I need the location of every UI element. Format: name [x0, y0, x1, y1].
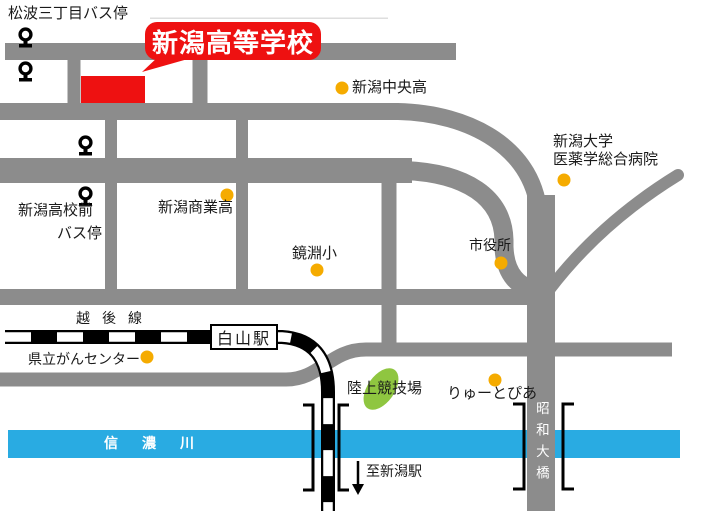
label-niigata-chuo-high: 新潟中央高 — [352, 79, 428, 96]
bus-stop-icon-2 — [18, 61, 33, 82]
bus-stop-icon-3 — [78, 135, 93, 156]
rail-bridge-bracket-right — [337, 403, 349, 492]
poi-dot-kagamifuchi-elem — [310, 263, 324, 277]
label-athletics-stadium: 陸上競技場 — [347, 380, 423, 397]
road-bridge-bracket-right — [561, 402, 574, 491]
shinano-river-band — [8, 430, 680, 458]
label-school-front-bus-stop-line2: バス停 — [57, 225, 103, 242]
bus-stop-icon-1 — [18, 27, 33, 48]
road-main-curve — [403, 161, 546, 303]
label-univ-hospital-line1: 新潟大学 — [553, 133, 614, 150]
label-niigata-shogyo-high: 新潟商業高 — [158, 199, 234, 216]
to-station-arrow — [352, 461, 364, 495]
bus-stop-icon-4 — [78, 186, 93, 207]
poi-dots — [140, 81, 571, 387]
school-building-highlight — [81, 76, 145, 103]
poi-dot-shogyo-high — [220, 188, 234, 202]
label-shinano-river: 信濃川 — [104, 435, 218, 451]
label-univ-hospital-line2: 医薬学総合病院 — [553, 151, 659, 168]
road-network — [0, 43, 684, 511]
poi-dot-univ-hospital — [557, 173, 571, 187]
label-ryutopia: りゅーとぴあ — [447, 385, 538, 402]
rail-bridge-bracket-left — [303, 403, 315, 492]
label-kagamifuchi-elementary: 鏡淵小 — [292, 245, 338, 262]
road-bridge-bracket-left — [513, 402, 526, 491]
label-matsunami-bus-stop: 松波三丁目バス停 — [8, 5, 129, 22]
faint-line — [150, 17, 388, 19]
poi-dot-niigata-chuo-high — [335, 81, 349, 95]
label-to-niigata-station: 至新潟駅 — [366, 463, 422, 479]
label-school-front-bus-stop-line1: 新潟高校前 — [18, 202, 94, 219]
label-showa-bridge: 昭和大橋 — [533, 401, 549, 487]
railway-white-dashes — [5, 332, 333, 511]
school-name-bubble: 新潟高等学校 — [145, 22, 321, 60]
label-city-hall: 市役所 — [469, 237, 511, 253]
hakusan-station-box: 白山駅 — [210, 324, 278, 350]
road-diagonal-ramp — [543, 169, 684, 296]
bus-stop-icons — [18, 27, 93, 207]
poi-dot-cancer-center — [140, 350, 154, 364]
road-second — [0, 103, 548, 221]
label-echigo-line: 越後線 — [76, 310, 154, 326]
athletics-stadium-ellipse — [363, 368, 399, 410]
poi-dot-city-hall — [494, 256, 508, 270]
label-cancer-center: 県立がんセンター — [28, 351, 140, 367]
poi-dot-ryutopia — [488, 373, 502, 387]
bridge-marks — [303, 402, 574, 492]
